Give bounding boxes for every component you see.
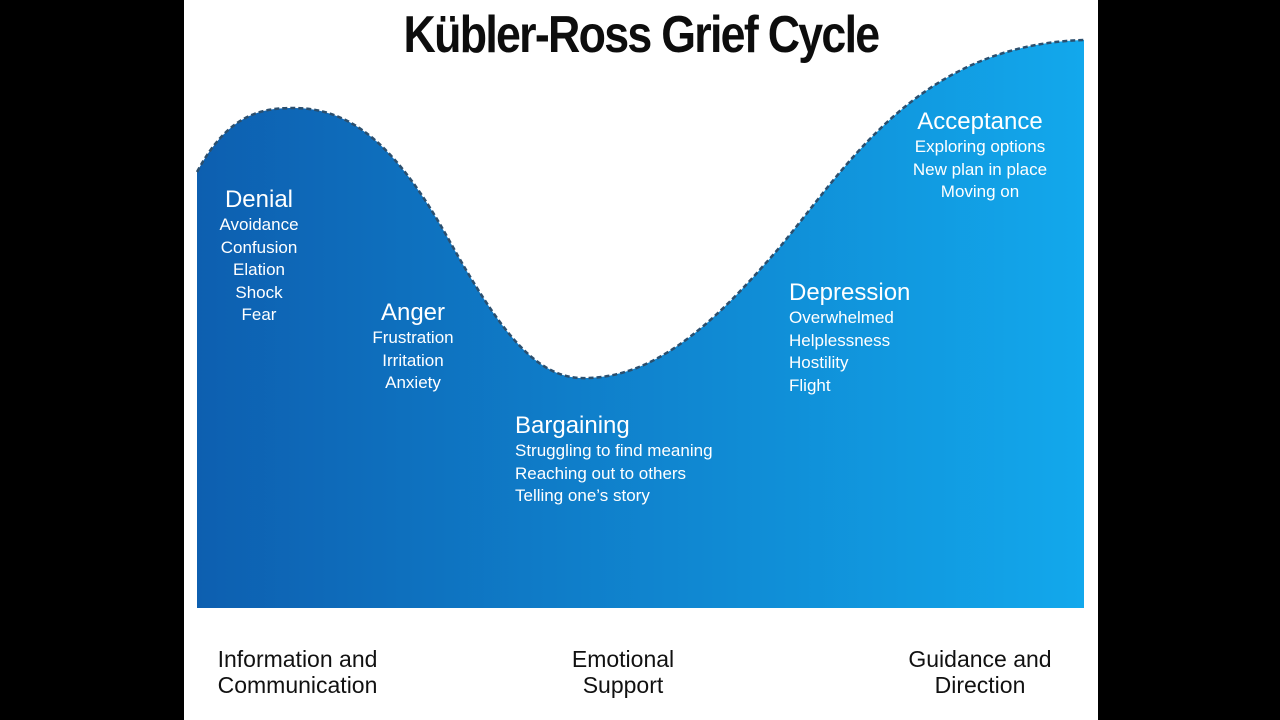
support-line: Communication — [217, 672, 378, 698]
stage-item: Confusion — [220, 237, 298, 257]
diagram-title: Kübler-Ross Grief Cycle — [403, 6, 881, 64]
stage-item: Frustration — [372, 328, 454, 347]
stage-item: Avoidance — [219, 215, 299, 234]
support-guidance-direction: Guidance and Direction — [890, 646, 1070, 698]
stage-item: Anxiety — [385, 373, 441, 392]
stage-item: Elation — [233, 260, 285, 279]
diagram-frame: Kübler-Ross Grief Cycle Denial Avoidance… — [184, 0, 1098, 720]
stage-anger: Anger Frustration Irritation Anxiety — [356, 299, 470, 395]
stage-item: Reaching out to others — [515, 463, 687, 483]
support-line: Direction — [934, 672, 1026, 698]
stage-item: Moving on — [940, 182, 1020, 201]
stage-item: New plan in place — [912, 159, 1048, 179]
support-line: Guidance and — [908, 646, 1052, 672]
grief-curve-outline — [195, 38, 1085, 380]
stage-acceptance: Acceptance Exploring options New plan in… — [900, 108, 1060, 204]
stage-item: Fear — [241, 305, 277, 324]
support-line: Support — [582, 672, 664, 698]
stage-title: Bargaining — [515, 412, 630, 439]
stage-bargaining: Bargaining Struggling to find meaning Re… — [515, 412, 713, 508]
stage-title: Anger — [380, 299, 446, 326]
grief-curve-fill — [197, 40, 1084, 608]
support-information-communication: Information and Communication — [200, 646, 395, 698]
stage-depression: Depression Overwhelmed Helplessness Host… — [789, 279, 910, 397]
stage-title: Acceptance — [917, 108, 1043, 135]
stage-item: Struggling to find meaning — [515, 441, 713, 460]
stage-title: Denial — [224, 186, 294, 213]
stage-item: Telling one’s story — [515, 486, 650, 505]
stage-item: Flight — [789, 375, 831, 395]
stage-denial: Denial Avoidance Confusion Elation Shock… — [199, 186, 319, 327]
grief-curve-area — [195, 38, 1085, 608]
stage-item: Overwhelmed — [789, 308, 894, 327]
stage-item: Irritation — [382, 350, 444, 370]
stage-item: Shock — [235, 282, 283, 302]
support-line: Information and — [217, 646, 378, 672]
stage-title: Depression — [789, 279, 911, 306]
support-line: Emotional — [571, 646, 675, 672]
stage-item: Exploring options — [914, 137, 1046, 156]
stage-item: Hostility — [789, 353, 849, 372]
support-emotional: Emotional Support — [548, 646, 698, 698]
stage-item: Helplessness — [789, 330, 891, 350]
